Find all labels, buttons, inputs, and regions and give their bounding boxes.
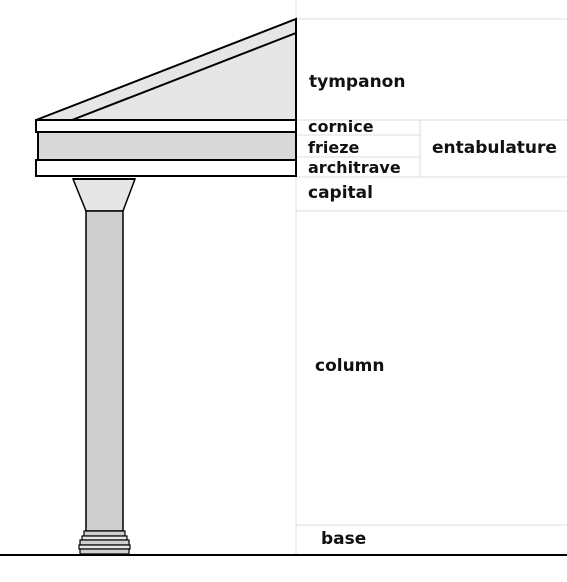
label-tympanon: tympanon <box>309 72 406 92</box>
column-capital <box>71 178 137 212</box>
frieze-band <box>37 131 297 161</box>
label-architrave: architrave <box>308 158 401 177</box>
column-base <box>78 530 131 555</box>
label-capital: capital <box>308 183 373 203</box>
cornice-band <box>35 119 297 133</box>
column-shaft <box>85 210 124 532</box>
label-table-grid <box>295 0 567 555</box>
pediment-inner-line <box>71 32 297 121</box>
label-frieze: frieze <box>308 138 360 157</box>
label-cornice: cornice <box>308 117 374 136</box>
pediment-tympanon <box>35 17 297 121</box>
label-base: base <box>321 529 367 549</box>
label-entabulature: entabulature <box>432 138 557 158</box>
architrave-band <box>35 159 297 177</box>
label-column: column <box>315 356 385 376</box>
